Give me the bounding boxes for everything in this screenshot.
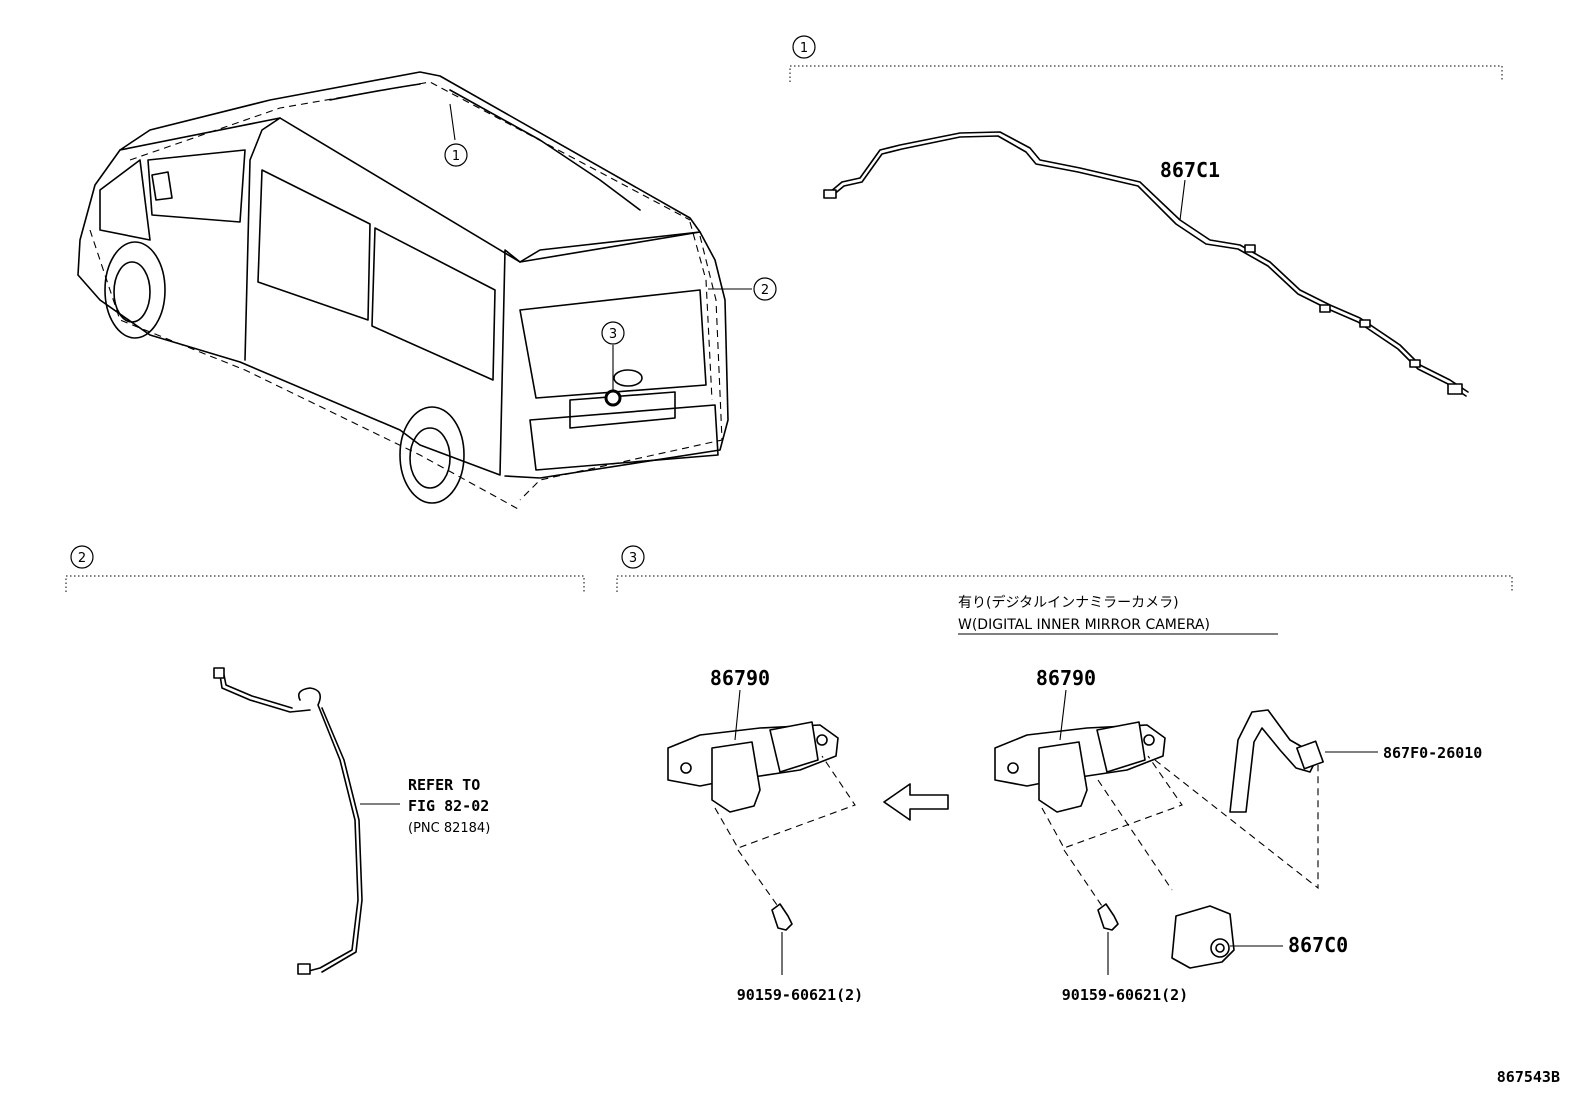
part-86790-left <box>667 721 839 813</box>
callout-1-van <box>444 143 468 167</box>
camera-867C0 <box>1171 905 1235 969</box>
harness-82184 <box>219 674 359 973</box>
label-screw-right: 90159-60621(2) <box>1062 986 1188 1004</box>
section-3-callout-label: 3 <box>629 551 637 566</box>
section-1-callout-label: 1 <box>800 41 808 56</box>
section-3-callout <box>621 545 645 569</box>
label-867C0: 867C0 <box>1288 933 1348 957</box>
label-86790-left: 86790 <box>710 666 770 690</box>
connector-867F0 <box>1229 709 1324 813</box>
variant-en: W(DIGITAL INNER MIRROR CAMERA) <box>958 617 1210 633</box>
harness-867C1 <box>829 131 1469 393</box>
van-illustration <box>77 71 752 511</box>
part-86790-right <box>994 721 1166 813</box>
label-screw-left: 90159-60621(2) <box>737 986 863 1004</box>
section-1-bracket <box>789 65 1503 82</box>
refer-line-3: (PNC 82184) <box>408 821 490 836</box>
callout-3-van-label: 3 <box>609 327 617 342</box>
section-1-callout <box>792 35 816 59</box>
callout-1-van-label: 1 <box>452 149 460 164</box>
label-867F0-26010: 867F0-26010 <box>1383 744 1482 762</box>
variant-jp: 有り(デジタルインナミラーカメラ) <box>958 594 1179 611</box>
section-2: 2 REFER TO FIG 82-02 (PNC 82184) <box>65 545 585 975</box>
callout-3-van <box>601 321 625 345</box>
refer-line-1: REFER TO <box>408 776 480 794</box>
section-3-bracket <box>616 575 1513 592</box>
screw-left <box>771 903 793 975</box>
refer-line-2: FIG 82-02 <box>408 797 489 815</box>
section-2-bracket <box>65 575 585 592</box>
callout-2-van <box>753 277 777 301</box>
section-2-callout <box>70 545 94 569</box>
section-1: 1 867C1 <box>789 35 1503 397</box>
section-3: 3 有り(デジタルインナミラーカメラ) W(DIGITAL INNER MIRR… <box>616 545 1513 1004</box>
figure-id: 867543B <box>1497 1068 1560 1086</box>
label-86790-right: 86790 <box>1036 666 1096 690</box>
callout-2-van-label: 2 <box>761 283 769 298</box>
leader-867C1 <box>1179 179 1186 221</box>
label-867C1: 867C1 <box>1160 158 1220 182</box>
section-2-callout-label: 2 <box>78 551 86 566</box>
screw-right <box>1097 903 1119 975</box>
arrow-left-icon <box>883 783 949 821</box>
